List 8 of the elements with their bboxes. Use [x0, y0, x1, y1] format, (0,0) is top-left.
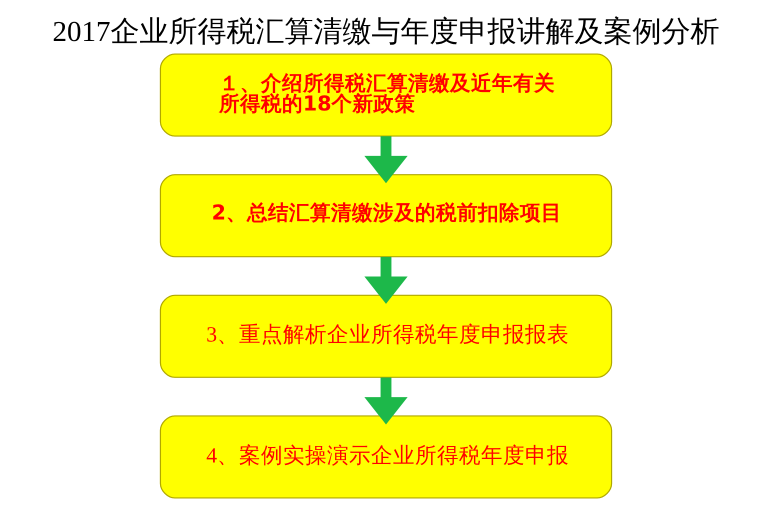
node-box: 4、案例实操演示企业所得税年度申报 [160, 415, 612, 499]
arrow [364, 378, 408, 425]
node-box: 2、总结汇算清缴涉及的税前扣除项目 [160, 174, 612, 258]
node-box: １、介绍所得税汇算清缴及近年有关所得税的18个新政策 [160, 53, 612, 137]
diagram-title: 2017企业所得税汇算清缴与年度申报讲解及案例分析 [52, 16, 720, 48]
node-box: 3、重点解析企业所得税年度申报报表 [160, 294, 612, 378]
arrow [364, 256, 408, 304]
arrow [364, 136, 408, 184]
